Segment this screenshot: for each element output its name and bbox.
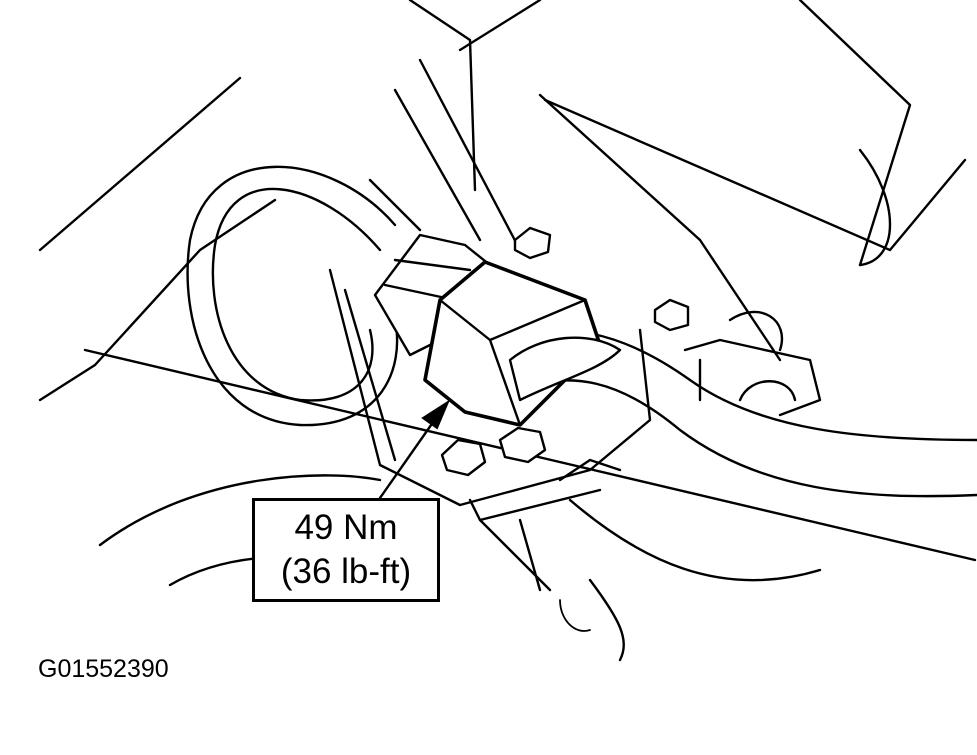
bolt-lower-center	[498, 426, 547, 464]
lower-housing-outline	[98, 474, 822, 662]
mounting-bracket	[328, 268, 652, 592]
bolt-lower-left	[440, 438, 487, 477]
pipe-fitting-nut	[373, 233, 622, 427]
left-hose-loop	[186, 165, 399, 427]
bolt-upper	[513, 226, 552, 260]
torque-nm-label: 49 Nm	[294, 508, 398, 547]
torque-callout-box: 49 Nm (36 lb-ft)	[252, 498, 440, 602]
bolt-right	[653, 298, 690, 332]
figure-id-label: G01552390	[38, 655, 169, 683]
right-side-component	[683, 310, 822, 417]
callout-arrow	[378, 399, 451, 500]
torque-lbft-label: (36 lb-ft)	[280, 552, 412, 591]
